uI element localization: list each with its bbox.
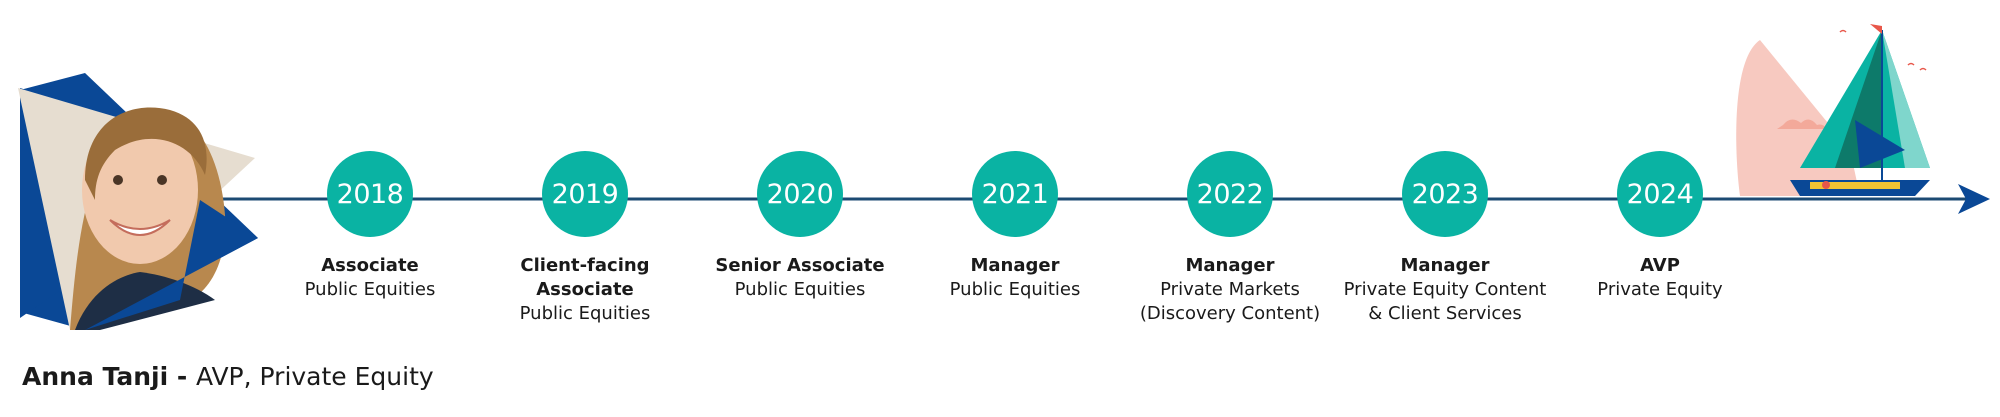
milestone-2020: Senior Associate Public Equities: [695, 254, 905, 302]
name-separator: -: [168, 362, 196, 391]
year-circle-2018: 2018: [327, 151, 413, 237]
year-label: 2021: [981, 178, 1049, 210]
milestone-2023: Manager Private Equity Content & Client …: [1335, 254, 1555, 326]
role-title: Manager: [1185, 255, 1275, 276]
year-circle-2024: 2024: [1617, 151, 1703, 237]
role-title: Associate: [321, 255, 419, 276]
year-circle-2022: 2022: [1187, 151, 1273, 237]
milestone-2021: Manager Public Equities: [910, 254, 1120, 302]
milestone-2018: Associate Public Equities: [265, 254, 475, 302]
role-department: Private Equity Content & Client Services: [1343, 279, 1547, 324]
year-circle-2020: 2020: [757, 151, 843, 237]
year-circle-2023: 2023: [1402, 151, 1488, 237]
year-label: 2018: [336, 178, 404, 210]
year-circle-2019: 2019: [542, 151, 628, 237]
role-department: Private Markets (Discovery Content): [1139, 279, 1321, 324]
year-label: 2020: [766, 178, 834, 210]
person-caption: Anna Tanji - AVP, Private Equity: [22, 362, 434, 391]
role-title: Manager: [1400, 255, 1490, 276]
year-label: 2023: [1411, 178, 1479, 210]
role-title: Client-facing Associate: [520, 255, 650, 300]
role-title: AVP: [1640, 255, 1680, 276]
role-title: Manager: [970, 255, 1060, 276]
year-label: 2024: [1626, 178, 1694, 210]
arrow-right-icon: [1958, 184, 1990, 214]
year-label: 2019: [551, 178, 619, 210]
person-name: Anna Tanji: [22, 362, 169, 391]
year-label: 2022: [1196, 178, 1264, 210]
role-department: Private Equity: [1597, 279, 1723, 300]
portrait-group: [18, 73, 258, 330]
year-circle-2021: 2021: [972, 151, 1058, 237]
milestone-2024: AVP Private Equity: [1555, 254, 1765, 302]
portrait-triangle-front: [85, 200, 258, 330]
role-title: Senior Associate: [715, 255, 885, 276]
person-role: AVP, Private Equity: [195, 362, 434, 391]
milestone-2022: Manager Private Markets (Discovery Conte…: [1125, 254, 1335, 326]
sailboat-illustration: [1736, 24, 1930, 196]
role-department: Public Equities: [304, 279, 436, 300]
role-department: Public Equities: [519, 303, 651, 324]
milestone-2019: Client-facing Associate Public Equities: [480, 254, 690, 326]
person-photo: [70, 107, 226, 330]
role-department: Public Equities: [734, 279, 866, 300]
role-department: Public Equities: [949, 279, 1081, 300]
